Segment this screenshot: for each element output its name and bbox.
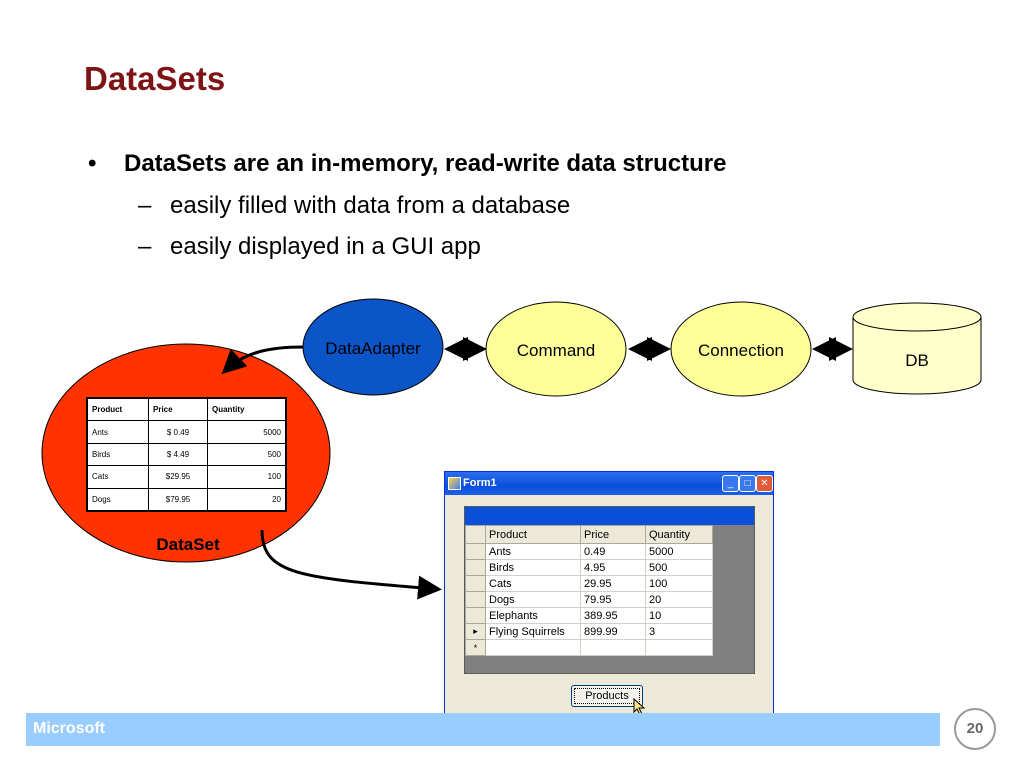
maximize-icon[interactable]: □ bbox=[739, 475, 756, 492]
mini-table-row: Dogs $79.95 20 bbox=[86, 487, 287, 512]
cell: Birds bbox=[86, 442, 149, 467]
cell[interactable]: Cats bbox=[485, 575, 581, 592]
grid-header-row: Product Price Quantity bbox=[465, 525, 713, 544]
cell[interactable]: Flying Squirrels bbox=[485, 623, 581, 640]
column-header[interactable]: Price bbox=[580, 525, 646, 544]
cell[interactable]: 0.49 bbox=[580, 543, 646, 560]
command-label: Command bbox=[516, 341, 596, 360]
arrow-dataset-form bbox=[260, 529, 442, 600]
form-window: Form1 _ □ ✕ Product Price Quantity Ants … bbox=[444, 471, 774, 721]
cell[interactable] bbox=[645, 639, 713, 656]
cell: Ants bbox=[86, 420, 149, 444]
row-header[interactable] bbox=[465, 591, 486, 608]
db-label: DB bbox=[905, 351, 929, 370]
cell[interactable]: 29.95 bbox=[580, 575, 646, 592]
cell: Cats bbox=[86, 465, 149, 489]
cell[interactable]: 79.95 bbox=[580, 591, 646, 608]
sub-bullet-text: easily displayed in a GUI app bbox=[170, 233, 481, 260]
table-row[interactable]: ▸ Flying Squirrels 899.99 3 bbox=[465, 623, 713, 640]
close-icon[interactable]: ✕ bbox=[756, 475, 773, 492]
cell[interactable]: 10 bbox=[645, 607, 713, 624]
grid-caption-bar bbox=[465, 507, 754, 525]
cell: 20 bbox=[207, 487, 287, 512]
cell[interactable]: Dogs bbox=[485, 591, 581, 608]
row-header[interactable] bbox=[465, 559, 486, 576]
cell: $29.95 bbox=[148, 465, 208, 489]
cell[interactable]: Ants bbox=[485, 543, 581, 560]
mini-table-row: Ants $ 0.49 5000 bbox=[86, 420, 287, 444]
page-number: 20 bbox=[954, 708, 996, 750]
header-cell: Product bbox=[86, 397, 149, 422]
cell[interactable] bbox=[580, 639, 646, 656]
connection-label: Connection bbox=[697, 341, 784, 360]
header-cell: Price bbox=[148, 397, 208, 422]
new-row[interactable]: * bbox=[465, 639, 713, 656]
cell[interactable]: 100 bbox=[645, 575, 713, 592]
footer-bar bbox=[26, 713, 940, 746]
table-row[interactable]: Elephants 389.95 10 bbox=[465, 607, 713, 624]
cell: 5000 bbox=[207, 420, 287, 444]
main-bullet-text: DataSets are an in-memory, read-write da… bbox=[124, 150, 727, 177]
cell: Dogs bbox=[86, 487, 149, 512]
cell[interactable]: 389.95 bbox=[580, 607, 646, 624]
row-header[interactable] bbox=[465, 575, 486, 592]
column-header[interactable]: Quantity bbox=[645, 525, 713, 544]
row-header-corner bbox=[465, 525, 486, 544]
dataadapter-label: DataAdapter bbox=[325, 339, 421, 358]
bullet-marker: • bbox=[88, 150, 97, 177]
mini-table-row: Cats $29.95 100 bbox=[86, 465, 287, 489]
dataset-label: DataSet bbox=[156, 535, 220, 554]
cell[interactable]: 4.95 bbox=[580, 559, 646, 576]
cell: 100 bbox=[207, 465, 287, 489]
cell: $ 0.49 bbox=[148, 420, 208, 444]
row-header[interactable] bbox=[465, 543, 486, 560]
cell[interactable]: 20 bbox=[645, 591, 713, 608]
sub-bullet-1: –easily filled with data from a database bbox=[138, 192, 570, 220]
data-grid[interactable]: Product Price Quantity Ants 0.49 5000 Bi… bbox=[464, 506, 755, 674]
sub-bullet-text: easily filled with data from a database bbox=[170, 192, 571, 219]
db-cylinder bbox=[852, 302, 982, 395]
cell[interactable]: Elephants bbox=[485, 607, 581, 624]
footer-brand: Microsoft bbox=[33, 720, 105, 737]
slide-title: DataSets bbox=[84, 60, 226, 97]
dash-marker: – bbox=[138, 233, 152, 260]
column-header[interactable]: Product bbox=[485, 525, 581, 544]
table-row[interactable]: Cats 29.95 100 bbox=[465, 575, 713, 592]
cell[interactable]: 3 bbox=[645, 623, 713, 640]
products-button[interactable]: Products bbox=[571, 685, 643, 707]
table-row[interactable]: Dogs 79.95 20 bbox=[465, 591, 713, 608]
main-bullet: • DataSets are an in-memory, read-write d… bbox=[88, 150, 726, 178]
grid-table: Product Price Quantity Ants 0.49 5000 Bi… bbox=[465, 525, 713, 656]
header-cell: Quantity bbox=[207, 397, 287, 422]
cell[interactable]: 500 bbox=[645, 559, 713, 576]
new-row-icon[interactable]: * bbox=[465, 639, 486, 656]
table-row[interactable]: Ants 0.49 5000 bbox=[465, 543, 713, 560]
row-header[interactable] bbox=[465, 607, 486, 624]
cell: 500 bbox=[207, 442, 287, 467]
cell: $79.95 bbox=[148, 487, 208, 512]
cell[interactable]: Birds bbox=[485, 559, 581, 576]
table-row[interactable]: Birds 4.95 500 bbox=[465, 559, 713, 576]
form-title: Form1 bbox=[463, 477, 497, 489]
arrow-adapter-dataset bbox=[221, 345, 304, 375]
cell[interactable]: 5000 bbox=[645, 543, 713, 560]
current-row-icon[interactable]: ▸ bbox=[465, 623, 486, 640]
mini-table-row: Birds $ 4.49 500 bbox=[86, 442, 287, 467]
form-titlebar[interactable]: Form1 _ □ ✕ bbox=[445, 472, 773, 495]
dataset-mini-table: Product Price Quantity Ants $ 0.49 5000 … bbox=[86, 397, 287, 512]
sub-bullet-2: –easily displayed in a GUI app bbox=[138, 233, 481, 261]
cell[interactable]: 899.99 bbox=[580, 623, 646, 640]
cell: $ 4.49 bbox=[148, 442, 208, 467]
cell[interactable] bbox=[485, 639, 581, 656]
dash-marker: – bbox=[138, 192, 152, 219]
mini-table-header: Product Price Quantity bbox=[86, 397, 287, 422]
connection-ellipse bbox=[670, 301, 812, 397]
minimize-icon[interactable]: _ bbox=[722, 475, 739, 492]
app-icon bbox=[448, 477, 461, 490]
